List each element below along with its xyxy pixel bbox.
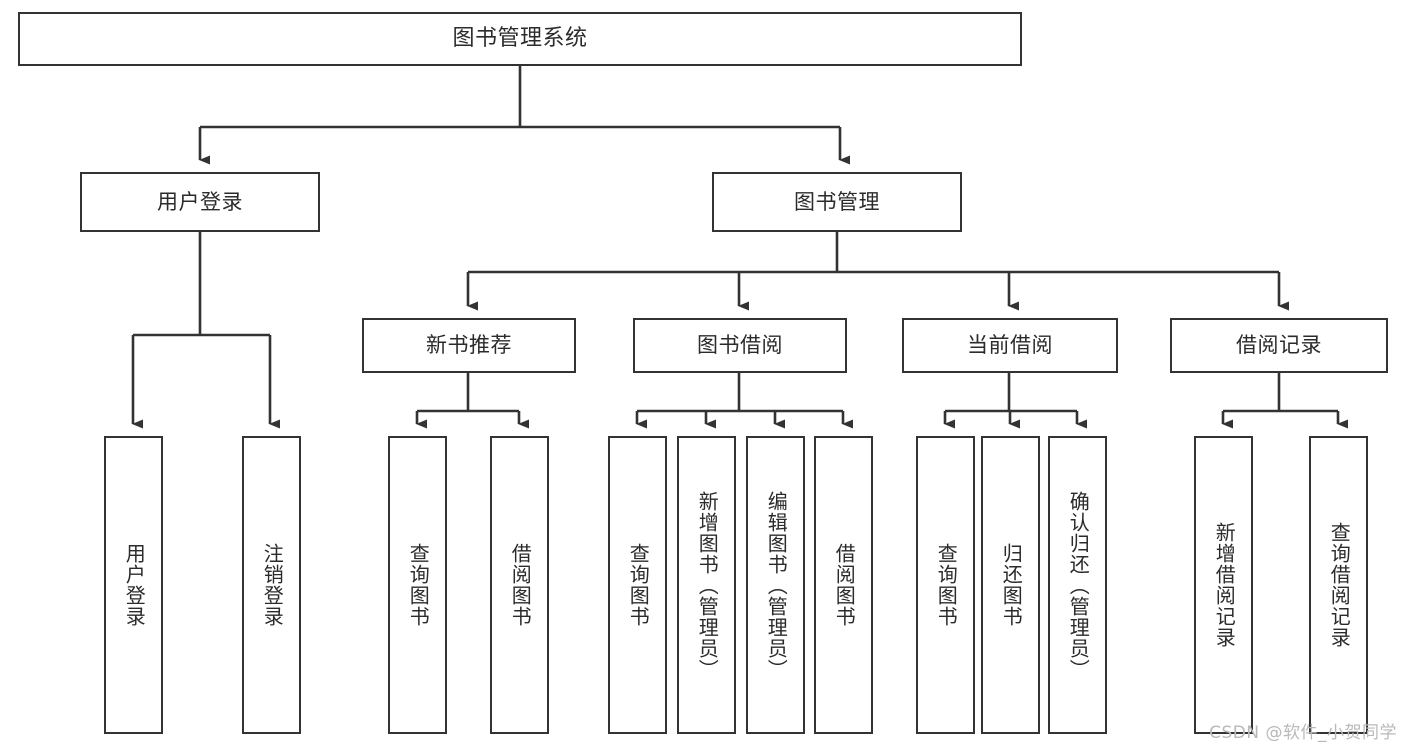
leaf-borrow-record-query[interactable]: 查询借阅记录 (1309, 436, 1368, 734)
leaf-user-login-signin[interactable]: 用户登录 (104, 436, 163, 734)
leaf-book-borrow-lend[interactable]: 借阅图书 (814, 436, 873, 734)
node-book-management[interactable]: 图书管理 (712, 172, 962, 232)
leaf-new-book-borrow[interactable]: 借阅图书 (490, 436, 549, 734)
leaf-new-book-query-label: 查询图书 (406, 543, 431, 627)
node-borrow-record-label: 借阅记录 (1236, 333, 1322, 358)
leaf-current-borrow-query-label: 查询图书 (934, 543, 959, 627)
leaf-book-borrow-edit-label: 编辑图书（管理员） (764, 490, 789, 680)
leaf-book-borrow-query[interactable]: 查询图书 (608, 436, 667, 734)
leaf-borrow-record-add-label: 新增借阅记录 (1212, 522, 1237, 648)
node-current-borrow[interactable]: 当前借阅 (902, 318, 1118, 373)
leaf-user-login-signout[interactable]: 注销登录 (242, 436, 301, 734)
node-root-system-label: 图书管理系统 (452, 26, 588, 52)
node-borrow-record[interactable]: 借阅记录 (1170, 318, 1388, 373)
node-root-system[interactable]: 图书管理系统 (18, 12, 1022, 66)
node-book-management-label: 图书管理 (794, 189, 880, 214)
leaf-book-borrow-add-label: 新增图书（管理员） (695, 490, 720, 680)
leaf-current-borrow-query[interactable]: 查询图书 (916, 436, 975, 734)
node-book-borrow[interactable]: 图书借阅 (633, 318, 847, 373)
leaf-book-borrow-lend-label: 借阅图书 (832, 543, 857, 627)
leaf-user-login-signout-label: 注销登录 (260, 543, 285, 627)
leaf-current-borrow-return[interactable]: 归还图书 (981, 436, 1040, 734)
leaf-current-borrow-confirm-return-label: 确认归还（管理员） (1066, 490, 1091, 680)
leaf-borrow-record-query-label: 查询借阅记录 (1327, 522, 1352, 648)
leaf-user-login-signin-label: 用户登录 (122, 543, 147, 627)
leaf-book-borrow-edit[interactable]: 编辑图书（管理员） (746, 436, 805, 734)
node-new-book-recommend[interactable]: 新书推荐 (362, 318, 576, 373)
leaf-current-borrow-confirm-return[interactable]: 确认归还（管理员） (1048, 436, 1107, 734)
leaf-book-borrow-add[interactable]: 新增图书（管理员） (677, 436, 736, 734)
node-user-login-label: 用户登录 (157, 189, 243, 214)
node-book-borrow-label: 图书借阅 (697, 333, 783, 358)
node-current-borrow-label: 当前借阅 (967, 333, 1053, 358)
leaf-current-borrow-return-label: 归还图书 (999, 543, 1024, 627)
node-user-login[interactable]: 用户登录 (80, 172, 320, 232)
node-new-book-recommend-label: 新书推荐 (426, 333, 512, 358)
leaf-borrow-record-add[interactable]: 新增借阅记录 (1194, 436, 1253, 734)
leaf-new-book-query[interactable]: 查询图书 (388, 436, 447, 734)
leaf-book-borrow-query-label: 查询图书 (626, 543, 651, 627)
leaf-new-book-borrow-label: 借阅图书 (508, 543, 533, 627)
